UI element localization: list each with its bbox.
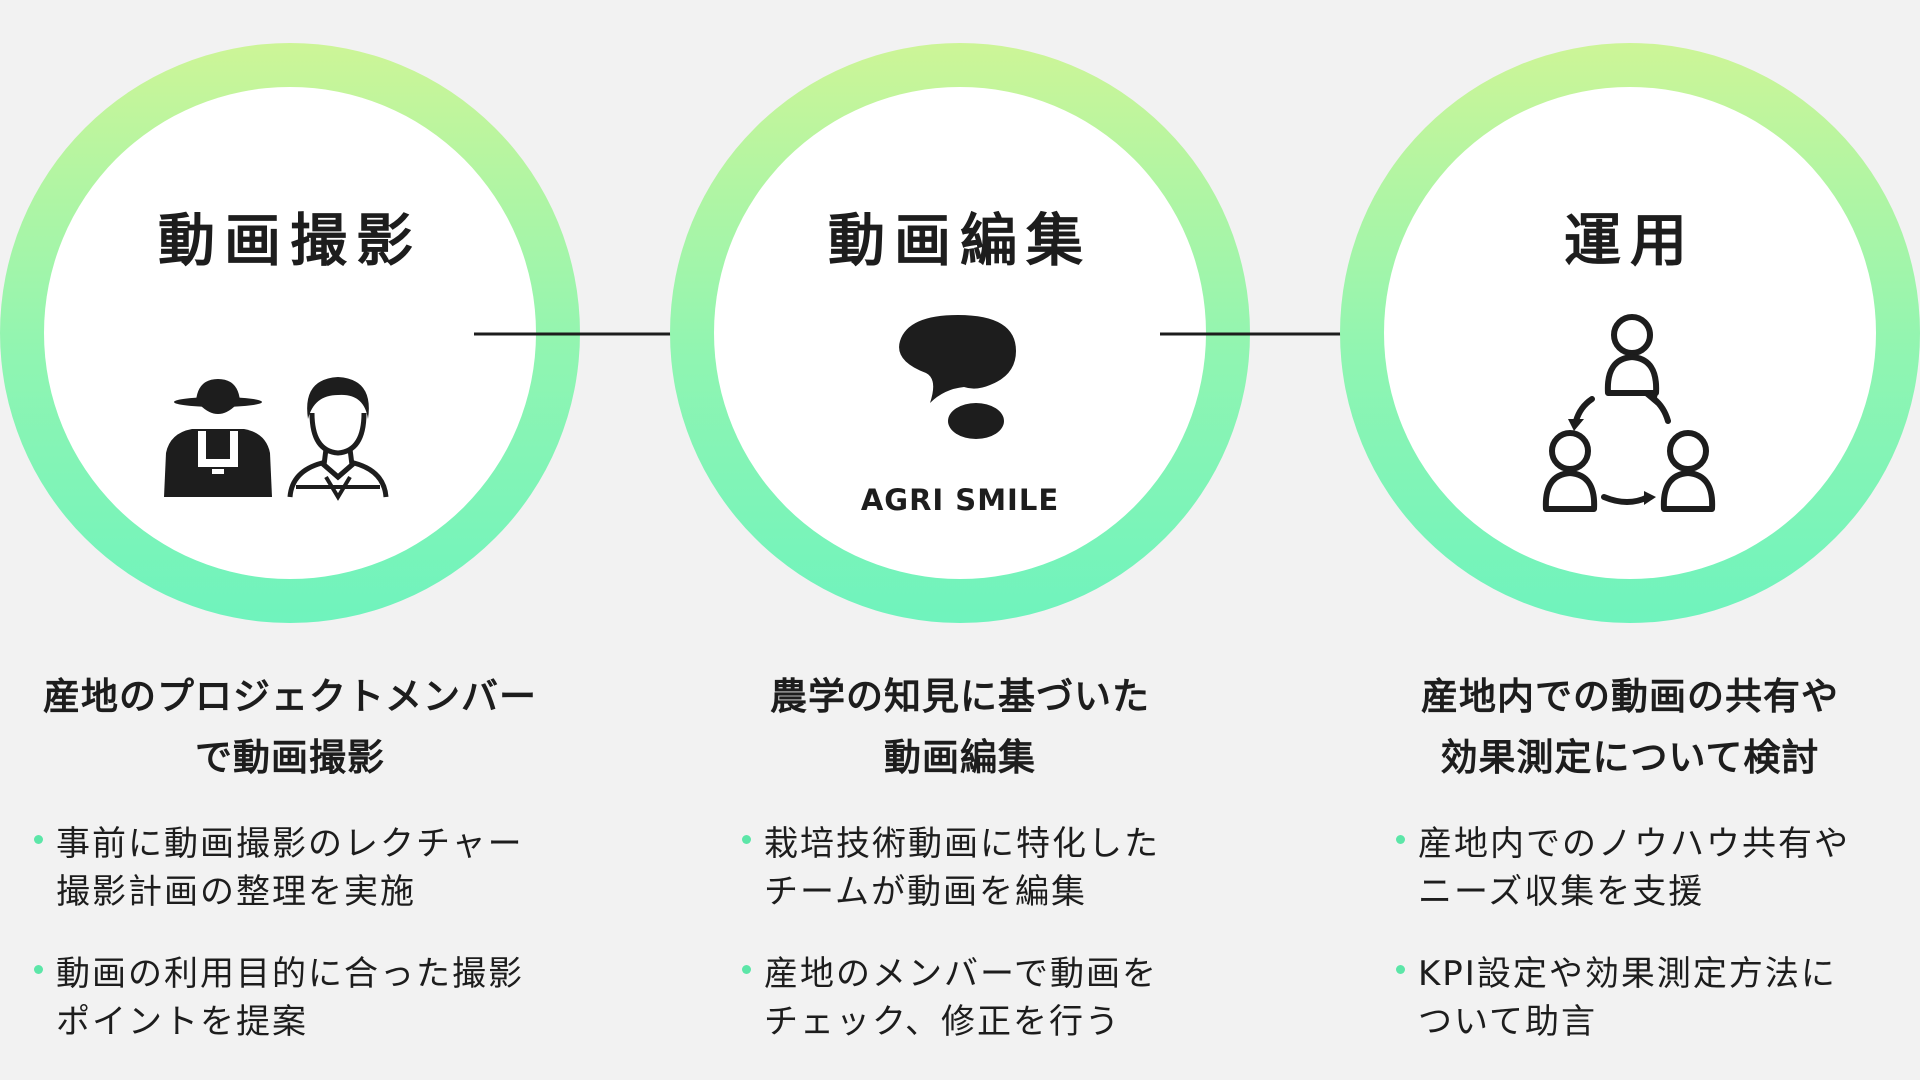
list-item: 動画の利用目的に合った撮影 ポイントを提案 [34, 950, 524, 1046]
list-item: 栽培技術動画に特化した チームが動画を編集 [742, 820, 1160, 916]
list-item: 産地内でのノウハウ共有や ニーズ収集を支援 [1396, 820, 1850, 916]
team-cycle-icon [1542, 314, 1716, 512]
step-title-shooting: 動画撮影 [158, 208, 422, 274]
agri-smile-logo-text: AGRI SMILE [860, 483, 1060, 517]
bullet-dot [1396, 965, 1405, 974]
list-item: 事前に動画撮影のレクチャー 撮影計画の整理を実施 [34, 820, 524, 916]
bullet-list-editing: 栽培技術動画に特化した チームが動画を編集 産地のメンバーで動画を チェック、修… [742, 820, 1160, 1080]
bullet-list-shooting: 事前に動画撮影のレクチャー 撮影計画の整理を実施 動画の利用目的に合った撮影 ポ… [34, 820, 524, 1080]
list-item: KPI設定や効果測定方法に ついて助言 [1396, 950, 1850, 1046]
step-title-editing: 動画編集 [828, 208, 1092, 274]
bullet-dot [742, 835, 751, 844]
person-icon [287, 377, 389, 501]
bullet-dot [34, 835, 43, 844]
step-heading-editing: 農学の知見に基づいた 動画編集 [770, 675, 1150, 779]
farmer-icon [164, 379, 272, 497]
bullet-dot [742, 965, 751, 974]
list-item: 産地のメンバーで動画を チェック、修正を行う [742, 950, 1160, 1046]
step-ring-editing: 動画編集 AGRI SMILE [670, 43, 1250, 623]
bullet-dot [1396, 835, 1405, 844]
bullet-dot [34, 965, 43, 974]
step-heading-shooting: 産地のプロジェクトメンバー で動画撮影 [43, 675, 537, 779]
agri-smile-logo [899, 315, 1016, 439]
step-heading-operation: 産地内での動画の共有や 効果測定について検討 [1421, 675, 1839, 779]
step-ring-operation: 運用 [1340, 43, 1920, 623]
bullet-list-operation: 産地内でのノウハウ共有や ニーズ収集を支援 KPI設定や効果測定方法に ついて助… [1396, 820, 1850, 1080]
step-title-operation: 運用 [1564, 208, 1696, 274]
